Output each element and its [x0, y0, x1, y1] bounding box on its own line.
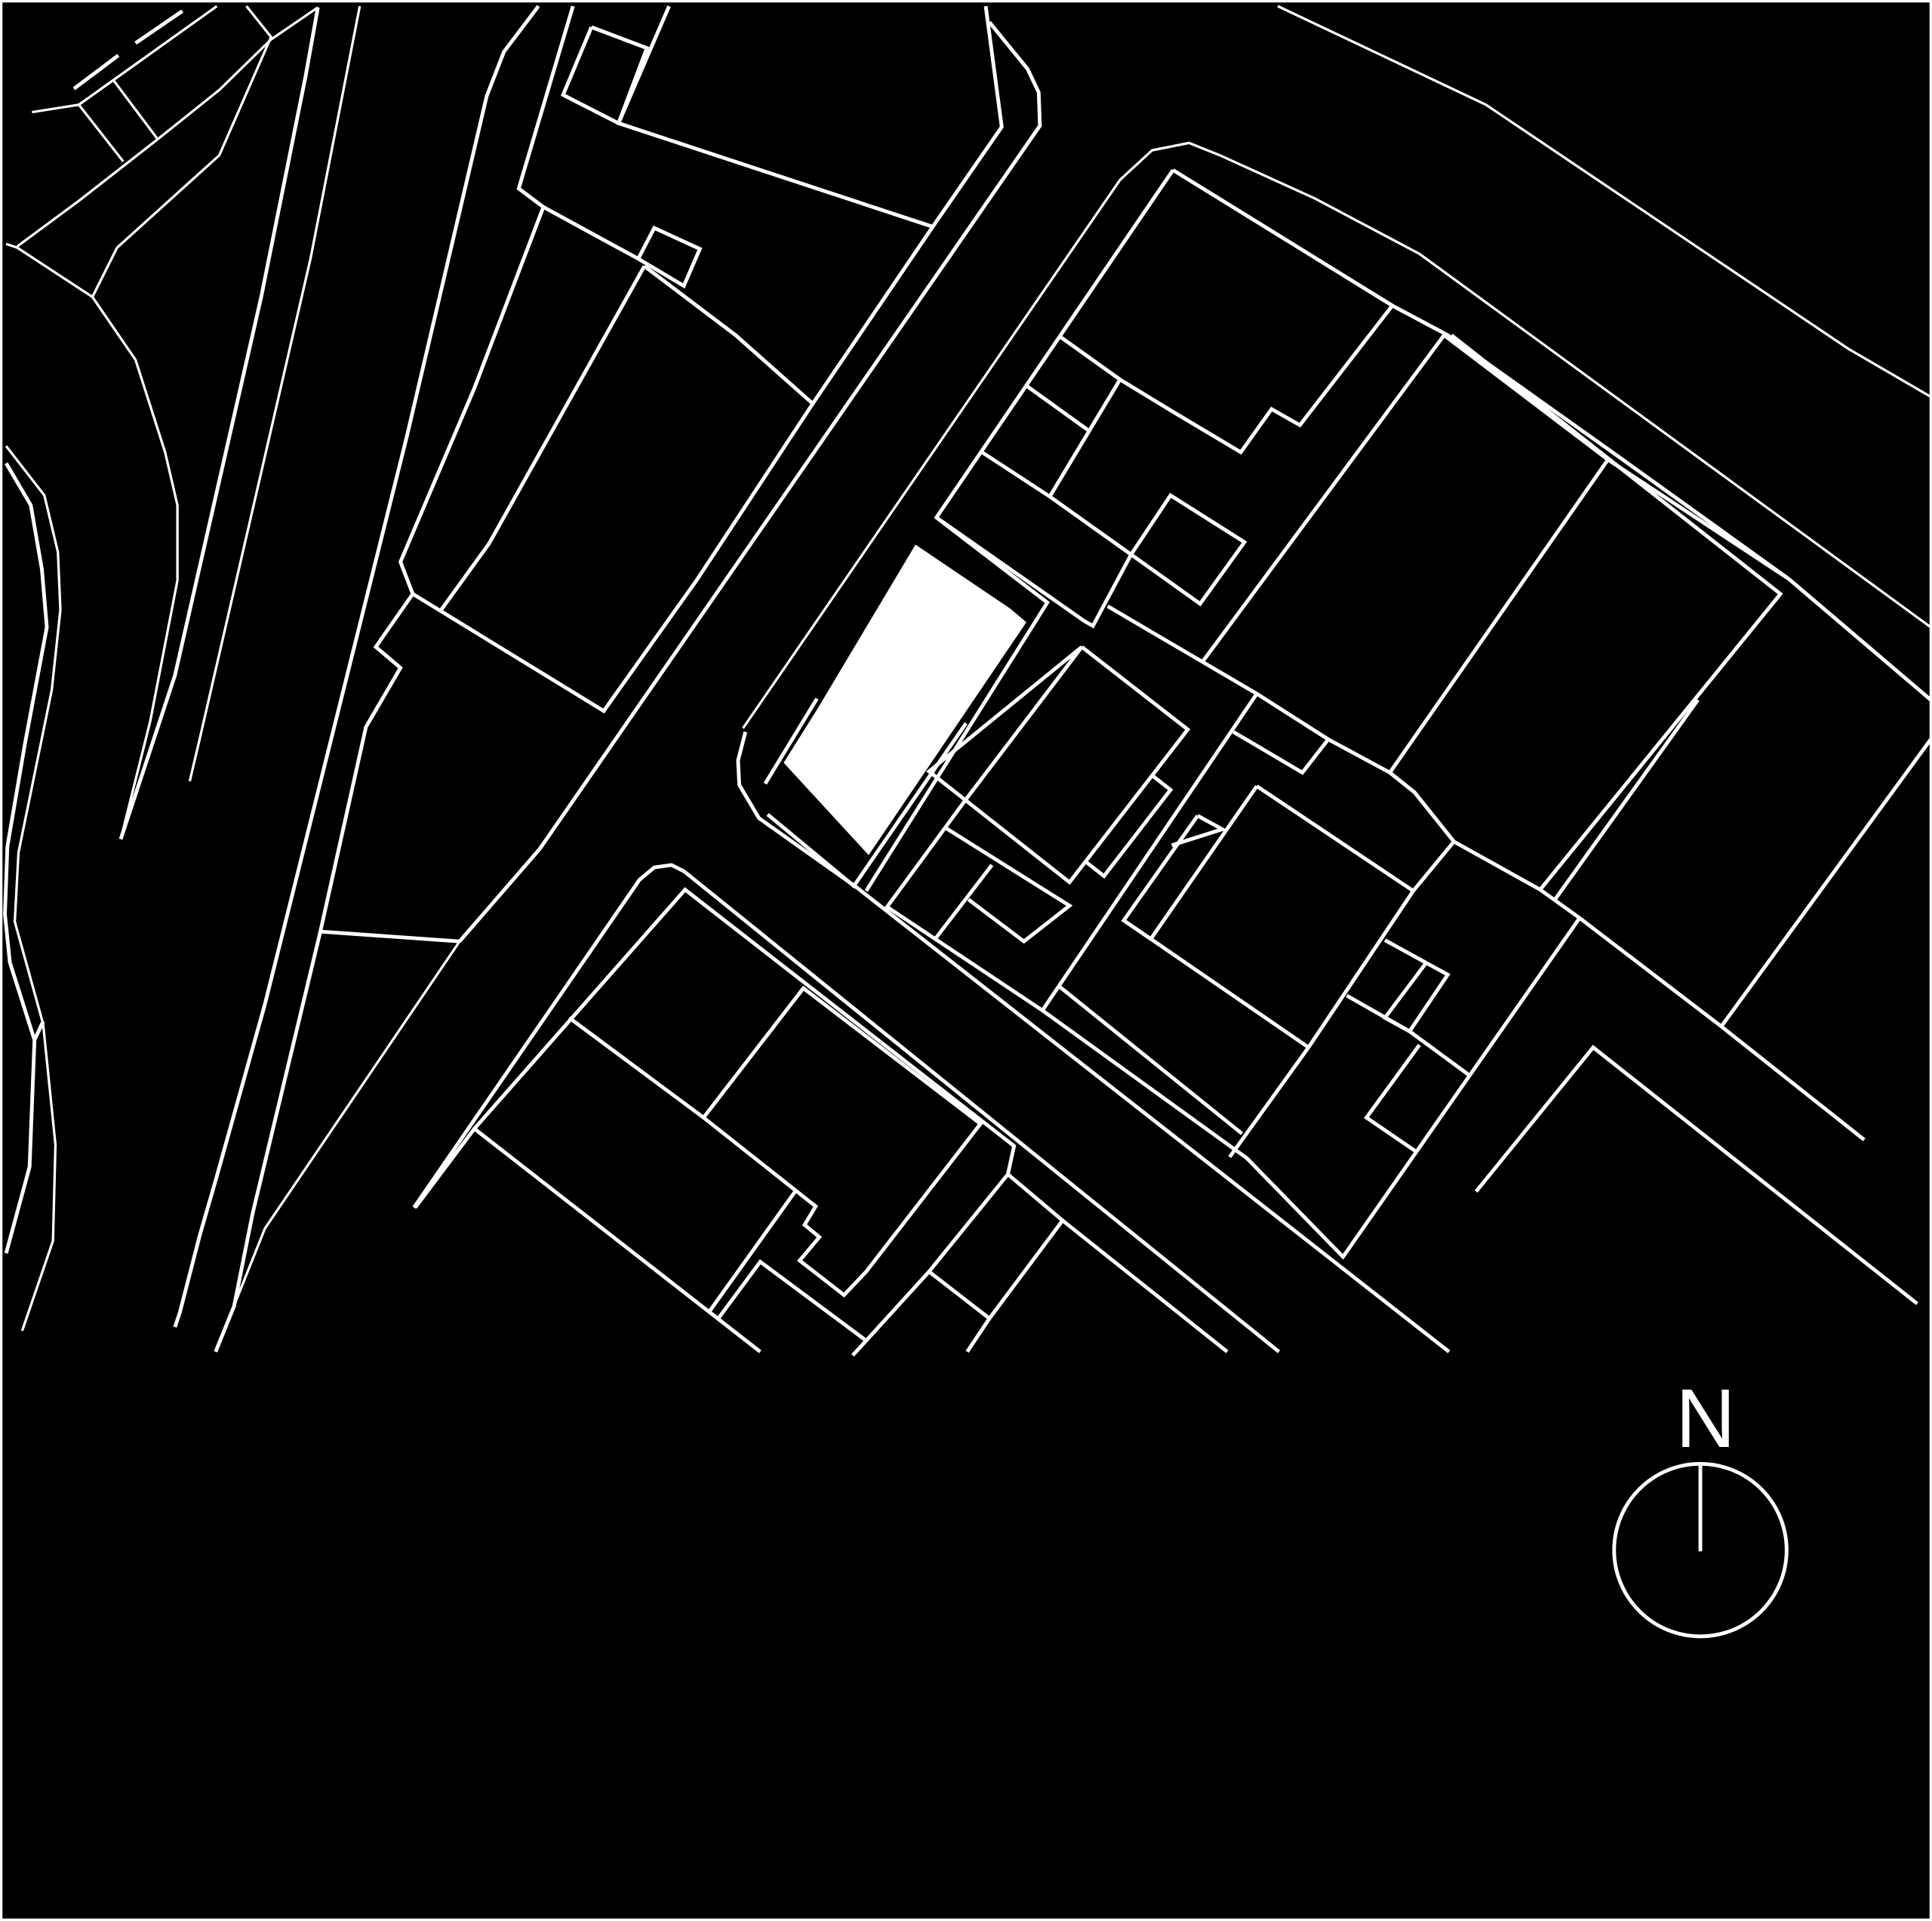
west-streets: [3, 5, 575, 1353]
central-block-nw: [411, 5, 1042, 943]
north-label: N: [1675, 1372, 1736, 1465]
highlighted-site-parcel: [783, 544, 1026, 855]
south-blocks: [412, 863, 1918, 1357]
north-arrow: [1612, 1461, 1789, 1639]
central-blocks: [736, 5, 1932, 1353]
